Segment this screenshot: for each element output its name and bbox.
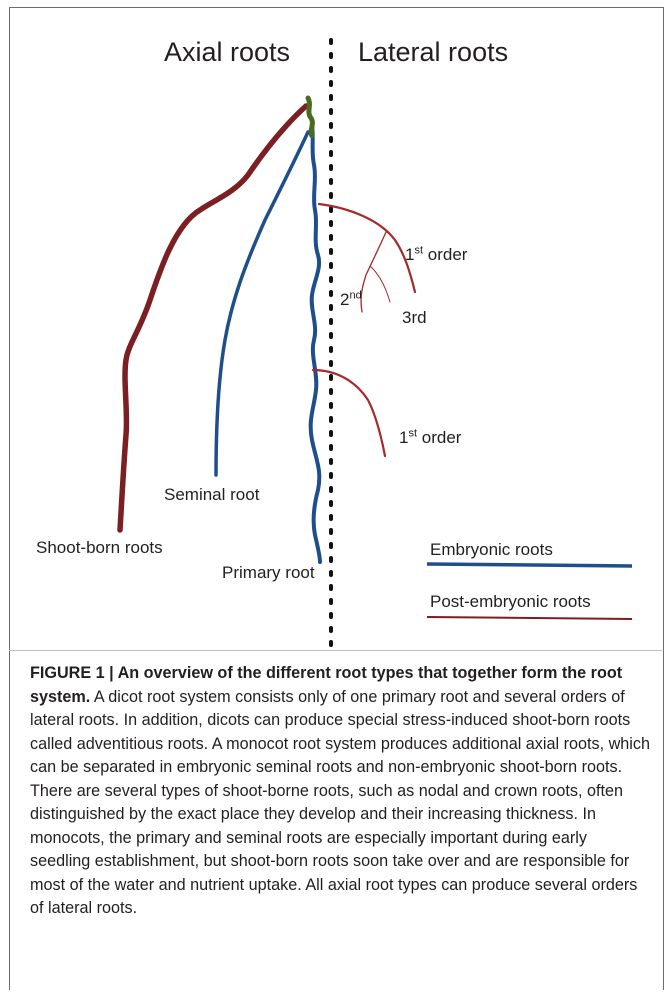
lateral-roots-header: Lateral roots — [358, 37, 509, 67]
root-diagram: Axial roots Lateral roots 1st order 2nd … — [36, 37, 633, 652]
shoot-segment-line — [305, 95, 315, 139]
legend-post-embryonic-label: Post-embryonic roots — [430, 592, 591, 611]
seminal-root-label: Seminal root — [164, 485, 260, 504]
legend-embryonic-label: Embryonic roots — [430, 540, 553, 559]
caption-body: A dicot root system consists only of one… — [30, 687, 650, 918]
legend-embryonic-line — [426, 562, 633, 568]
axial-roots-header: Axial roots — [164, 37, 291, 67]
lateral-root-third-order-line — [369, 265, 391, 303]
first-order-top-label: 1st order — [405, 244, 468, 264]
third-order-label: 3rd — [402, 308, 427, 327]
figure-frame — [9, 7, 664, 990]
lateral-root-second-order-line — [360, 231, 387, 313]
first-order-bottom-label: 1st order — [399, 427, 462, 447]
lateral-root-first-order-bottom-line — [311, 368, 387, 458]
shoot-born-roots-label: Shoot-born roots — [36, 538, 163, 557]
root-diagram-svg — [117, 38, 633, 652]
primary-root-label: Primary root — [222, 563, 315, 582]
caption-divider — [9, 650, 662, 651]
shoot-born-root-line — [117, 103, 309, 533]
primary-root-line — [308, 123, 322, 564]
legend-post-embryonic-line — [426, 616, 633, 620]
seminal-root-line — [214, 130, 310, 477]
figure-caption: FIGURE 1 | An overview of the different … — [30, 662, 650, 921]
caption-title: FIGURE 1 | An overview of the different … — [30, 664, 623, 706]
lateral-root-first-order-top-line — [317, 202, 417, 294]
second-order-label: 2nd — [340, 289, 362, 309]
